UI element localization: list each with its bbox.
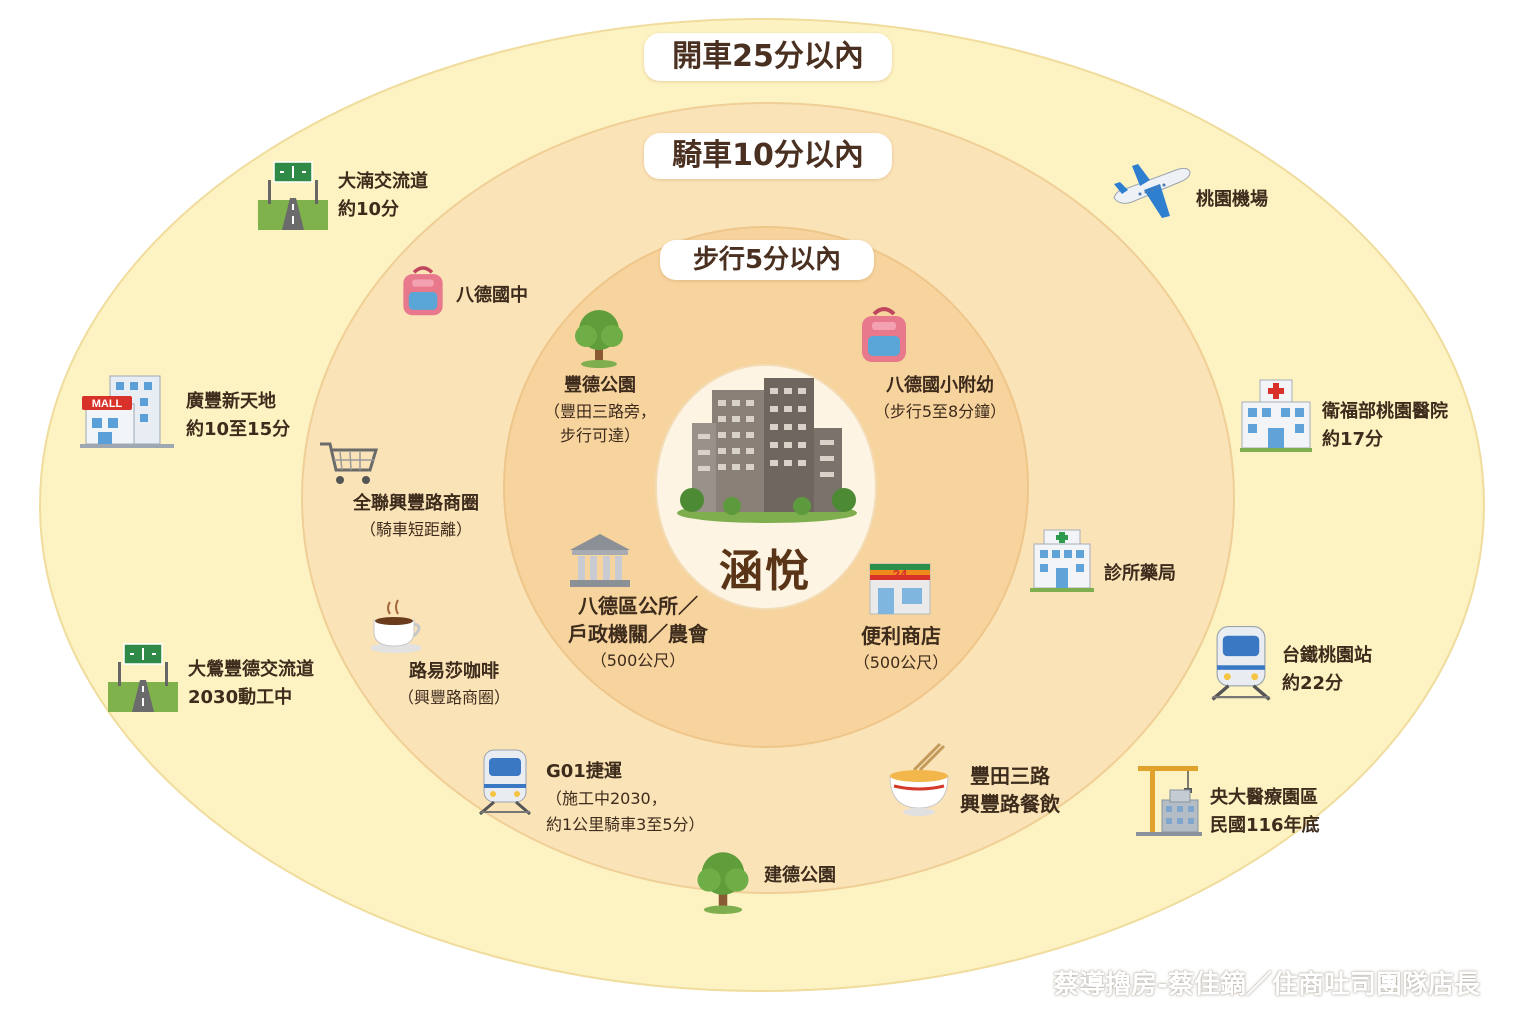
center-property-name: 涵悅 [719, 546, 811, 597]
train-icon [1211, 626, 1271, 701]
ride-poi-clinic: 診所藥局 [1104, 560, 1176, 588]
drive-poi-danan-interchange: 大湳交流道 約10分 [338, 168, 428, 224]
metro-train-icon [479, 749, 531, 816]
hospital-icon [1240, 379, 1312, 452]
poi-title: 約10分 [338, 199, 400, 220]
tree-icon [575, 310, 623, 368]
backpack-icon [403, 266, 443, 316]
poi-title: 八德國小附幼 [886, 375, 994, 396]
poi-title: 豐田三路 [970, 764, 1050, 788]
poi-note: 約1公里騎車3至5分） [546, 815, 705, 834]
poi-title: 2030動工中 [188, 687, 293, 708]
ride-poi-metro: G01捷運 （施工中2030， 約1公里騎車3至5分） [546, 758, 705, 838]
poi-note: （豐田三路旁， [543, 402, 656, 421]
poi-note: （施工中2030， [546, 789, 667, 808]
poi-title: 大湳交流道 [338, 171, 428, 192]
poi-note: 步行可達） [559, 426, 640, 445]
drive-zone-label: 開車25分以內 [644, 33, 892, 81]
convenience-store-icon: 24 [869, 563, 931, 615]
highway-sign-icon [108, 643, 178, 712]
ride-poi-park: 建德公園 [764, 862, 836, 890]
poi-title: 八德區公所／ [578, 594, 698, 618]
airplane-icon [1113, 164, 1191, 218]
author-watermark: 蔡導擼房-蔡佳鏑／住商吐司團隊店長 [1053, 970, 1480, 1000]
coffee-cup-icon [370, 599, 422, 653]
walk-poi-kindergarten: 八德國小附幼 （步行5至8分鐘） [850, 372, 1030, 424]
poi-note: （騎車短距離） [359, 520, 472, 539]
walk-poi-district-office: 八德區公所／ 戶政機關／農會 （500公尺） [548, 592, 728, 674]
poi-title: G01捷運 [546, 761, 622, 782]
poi-title: 央大醫療園區 [1210, 787, 1318, 808]
walk-poi-park: 豐德公園 （豐田三路旁， 步行可達） [530, 372, 670, 448]
poi-title: 桃園機場 [1196, 189, 1268, 210]
poi-title: 戶政機關／農會 [568, 622, 708, 646]
drive-poi-airport: 桃園機場 [1196, 186, 1268, 214]
poi-note: （步行5至8分鐘） [873, 402, 1007, 421]
poi-title: 全聯興豐路商圈 [353, 493, 479, 514]
walk-poi-convenience-store: 便利商店 （500公尺） [836, 622, 966, 676]
poi-title: 診所藥局 [1104, 563, 1176, 584]
poi-title: 約17分 [1322, 429, 1384, 450]
ride-zone-label: 騎車10分以內 [644, 133, 892, 179]
construction-crane-icon [1136, 766, 1202, 836]
poi-title: 八德國中 [456, 285, 528, 306]
poi-title: 路易莎咖啡 [409, 661, 499, 682]
ride-poi-supermarket: 全聯興豐路商圈 （騎車短距離） [326, 490, 506, 542]
apartment-building-icon [677, 378, 857, 523]
noodle-bowl-icon [889, 742, 949, 816]
clinic-icon [1030, 529, 1094, 592]
backpack-icon [862, 307, 906, 362]
drive-poi-mall: 廣豐新天地 約10至15分 [186, 388, 290, 444]
drive-poi-medical-park: 央大醫療園區 民國116年底 [1210, 784, 1320, 840]
government-building-icon [570, 534, 630, 587]
poi-title: 台鐵桃園站 [1282, 645, 1372, 666]
poi-note: （興豐路商圈） [397, 688, 510, 707]
drive-poi-hospital: 衛福部桃園醫院 約17分 [1322, 398, 1448, 454]
poi-title: 約10至15分 [186, 419, 291, 440]
ride-poi-dining: 豐田三路 興豐路餐飲 [948, 762, 1072, 818]
highway-sign-icon [258, 161, 328, 230]
poi-title: 興豐路餐飲 [960, 792, 1060, 816]
poi-title: 便利商店 [861, 624, 941, 648]
poi-title: 約22分 [1282, 673, 1344, 694]
drive-poi-daying-interchange: 大鶯豐德交流道 2030動工中 [188, 656, 314, 712]
ride-poi-coffee: 路易莎咖啡 （興豐路商圈） [376, 658, 532, 710]
poi-note: （500公尺） [853, 653, 949, 672]
poi-title: 民國116年底 [1210, 815, 1320, 836]
poi-title: 豐德公園 [564, 375, 636, 396]
ride-poi-junior-high: 八德國中 [456, 282, 528, 310]
shopping-cart-icon [320, 442, 379, 484]
poi-title: 廣豐新天地 [186, 391, 276, 412]
walk-zone-label: 步行5分以內 [660, 240, 874, 280]
tree-icon [697, 852, 749, 914]
drive-poi-train-station: 台鐵桃園站 約22分 [1282, 642, 1372, 698]
poi-title: 衛福部桃園醫院 [1322, 401, 1448, 422]
mall-sign-text: MALL [92, 398, 123, 410]
poi-title: 大鶯豐德交流道 [188, 659, 314, 680]
mall-icon: MALL [80, 375, 174, 448]
poi-title: 建德公園 [764, 865, 836, 886]
poi-note: （500公尺） [590, 651, 686, 670]
store-sign-text: 24 [893, 567, 908, 582]
